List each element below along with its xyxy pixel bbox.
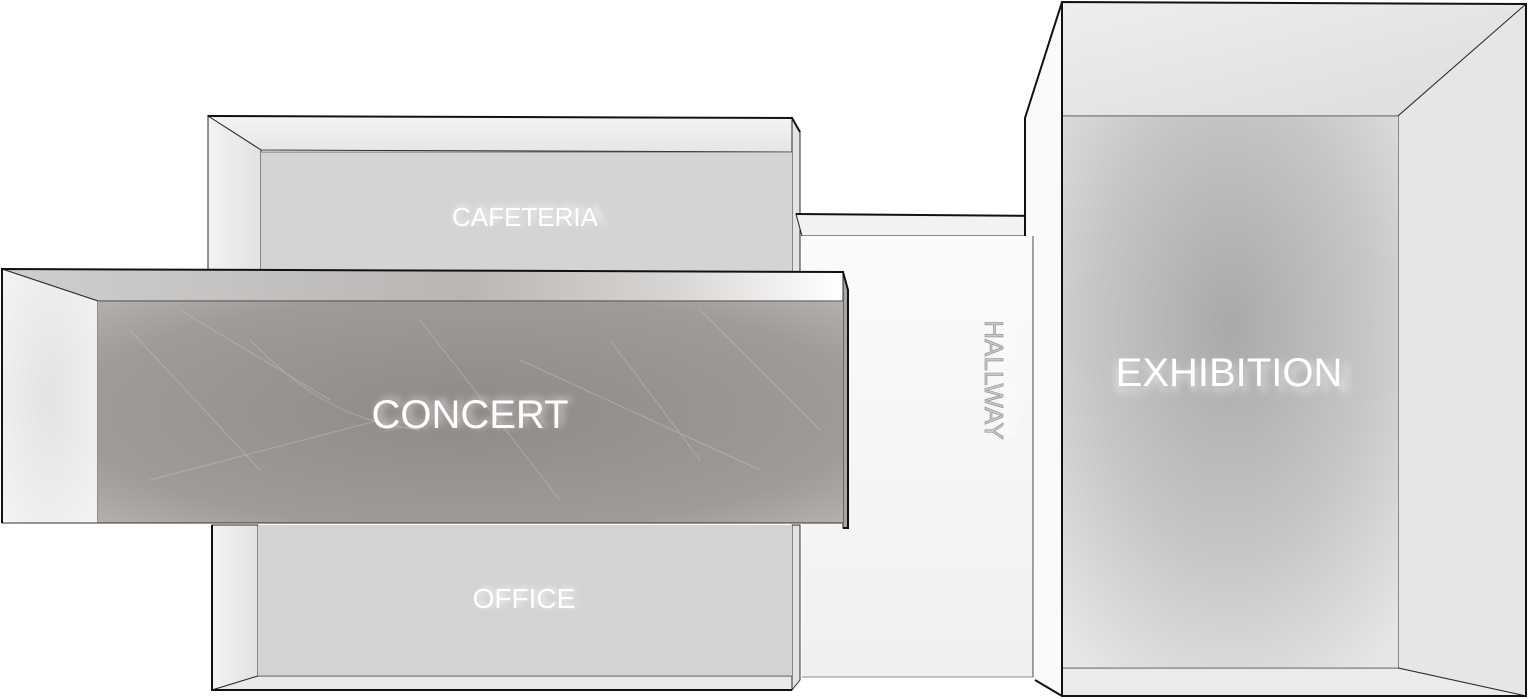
concert-floor <box>98 301 843 523</box>
cafeteria-wall-right <box>791 116 801 273</box>
hallway-wall-top <box>795 213 1044 237</box>
exhibition-floor <box>1062 116 1398 668</box>
cafeteria-wall-top <box>206 115 793 153</box>
concert-label: CONCERT <box>371 393 568 437</box>
office-wall-right <box>791 524 801 692</box>
cafeteria-label: CAFETERIA <box>452 202 599 232</box>
office-wall-left <box>211 524 259 691</box>
exhibition-wall-right <box>1397 2 1527 697</box>
cafeteria-floor <box>261 152 792 272</box>
office-floor <box>258 525 792 676</box>
office-label-shadow: OFFICE <box>477 582 580 613</box>
cafeteria-label-shadow: CAFETERIA <box>453 200 605 230</box>
exhibition-wall-left-outer <box>1025 2 1062 696</box>
hallway-label-shadow: HALLWAY <box>994 320 1024 439</box>
office-wall-bottom <box>211 675 793 691</box>
concert-wall-top <box>1 268 844 302</box>
room-office: OFFICE OFFICE <box>211 524 801 692</box>
exhibition-label-shadow: EXHIBITION <box>1113 354 1351 401</box>
exhibition-label: EXHIBITION <box>1116 351 1343 395</box>
office-label: OFFICE <box>473 583 576 614</box>
room-concert: CONCERT CONCERT <box>1 267 849 529</box>
room-cafeteria: CAFETERIA CAFETERIA <box>206 115 801 273</box>
concert-label-shadow: CONCERT <box>375 391 572 435</box>
concert-texture <box>129 309 821 501</box>
hallway-label: HALLWAY <box>979 320 1009 439</box>
concert-wall-left <box>1 268 99 524</box>
room-exhibition: EXHIBITION EXHIBITION <box>1024 0 1528 697</box>
